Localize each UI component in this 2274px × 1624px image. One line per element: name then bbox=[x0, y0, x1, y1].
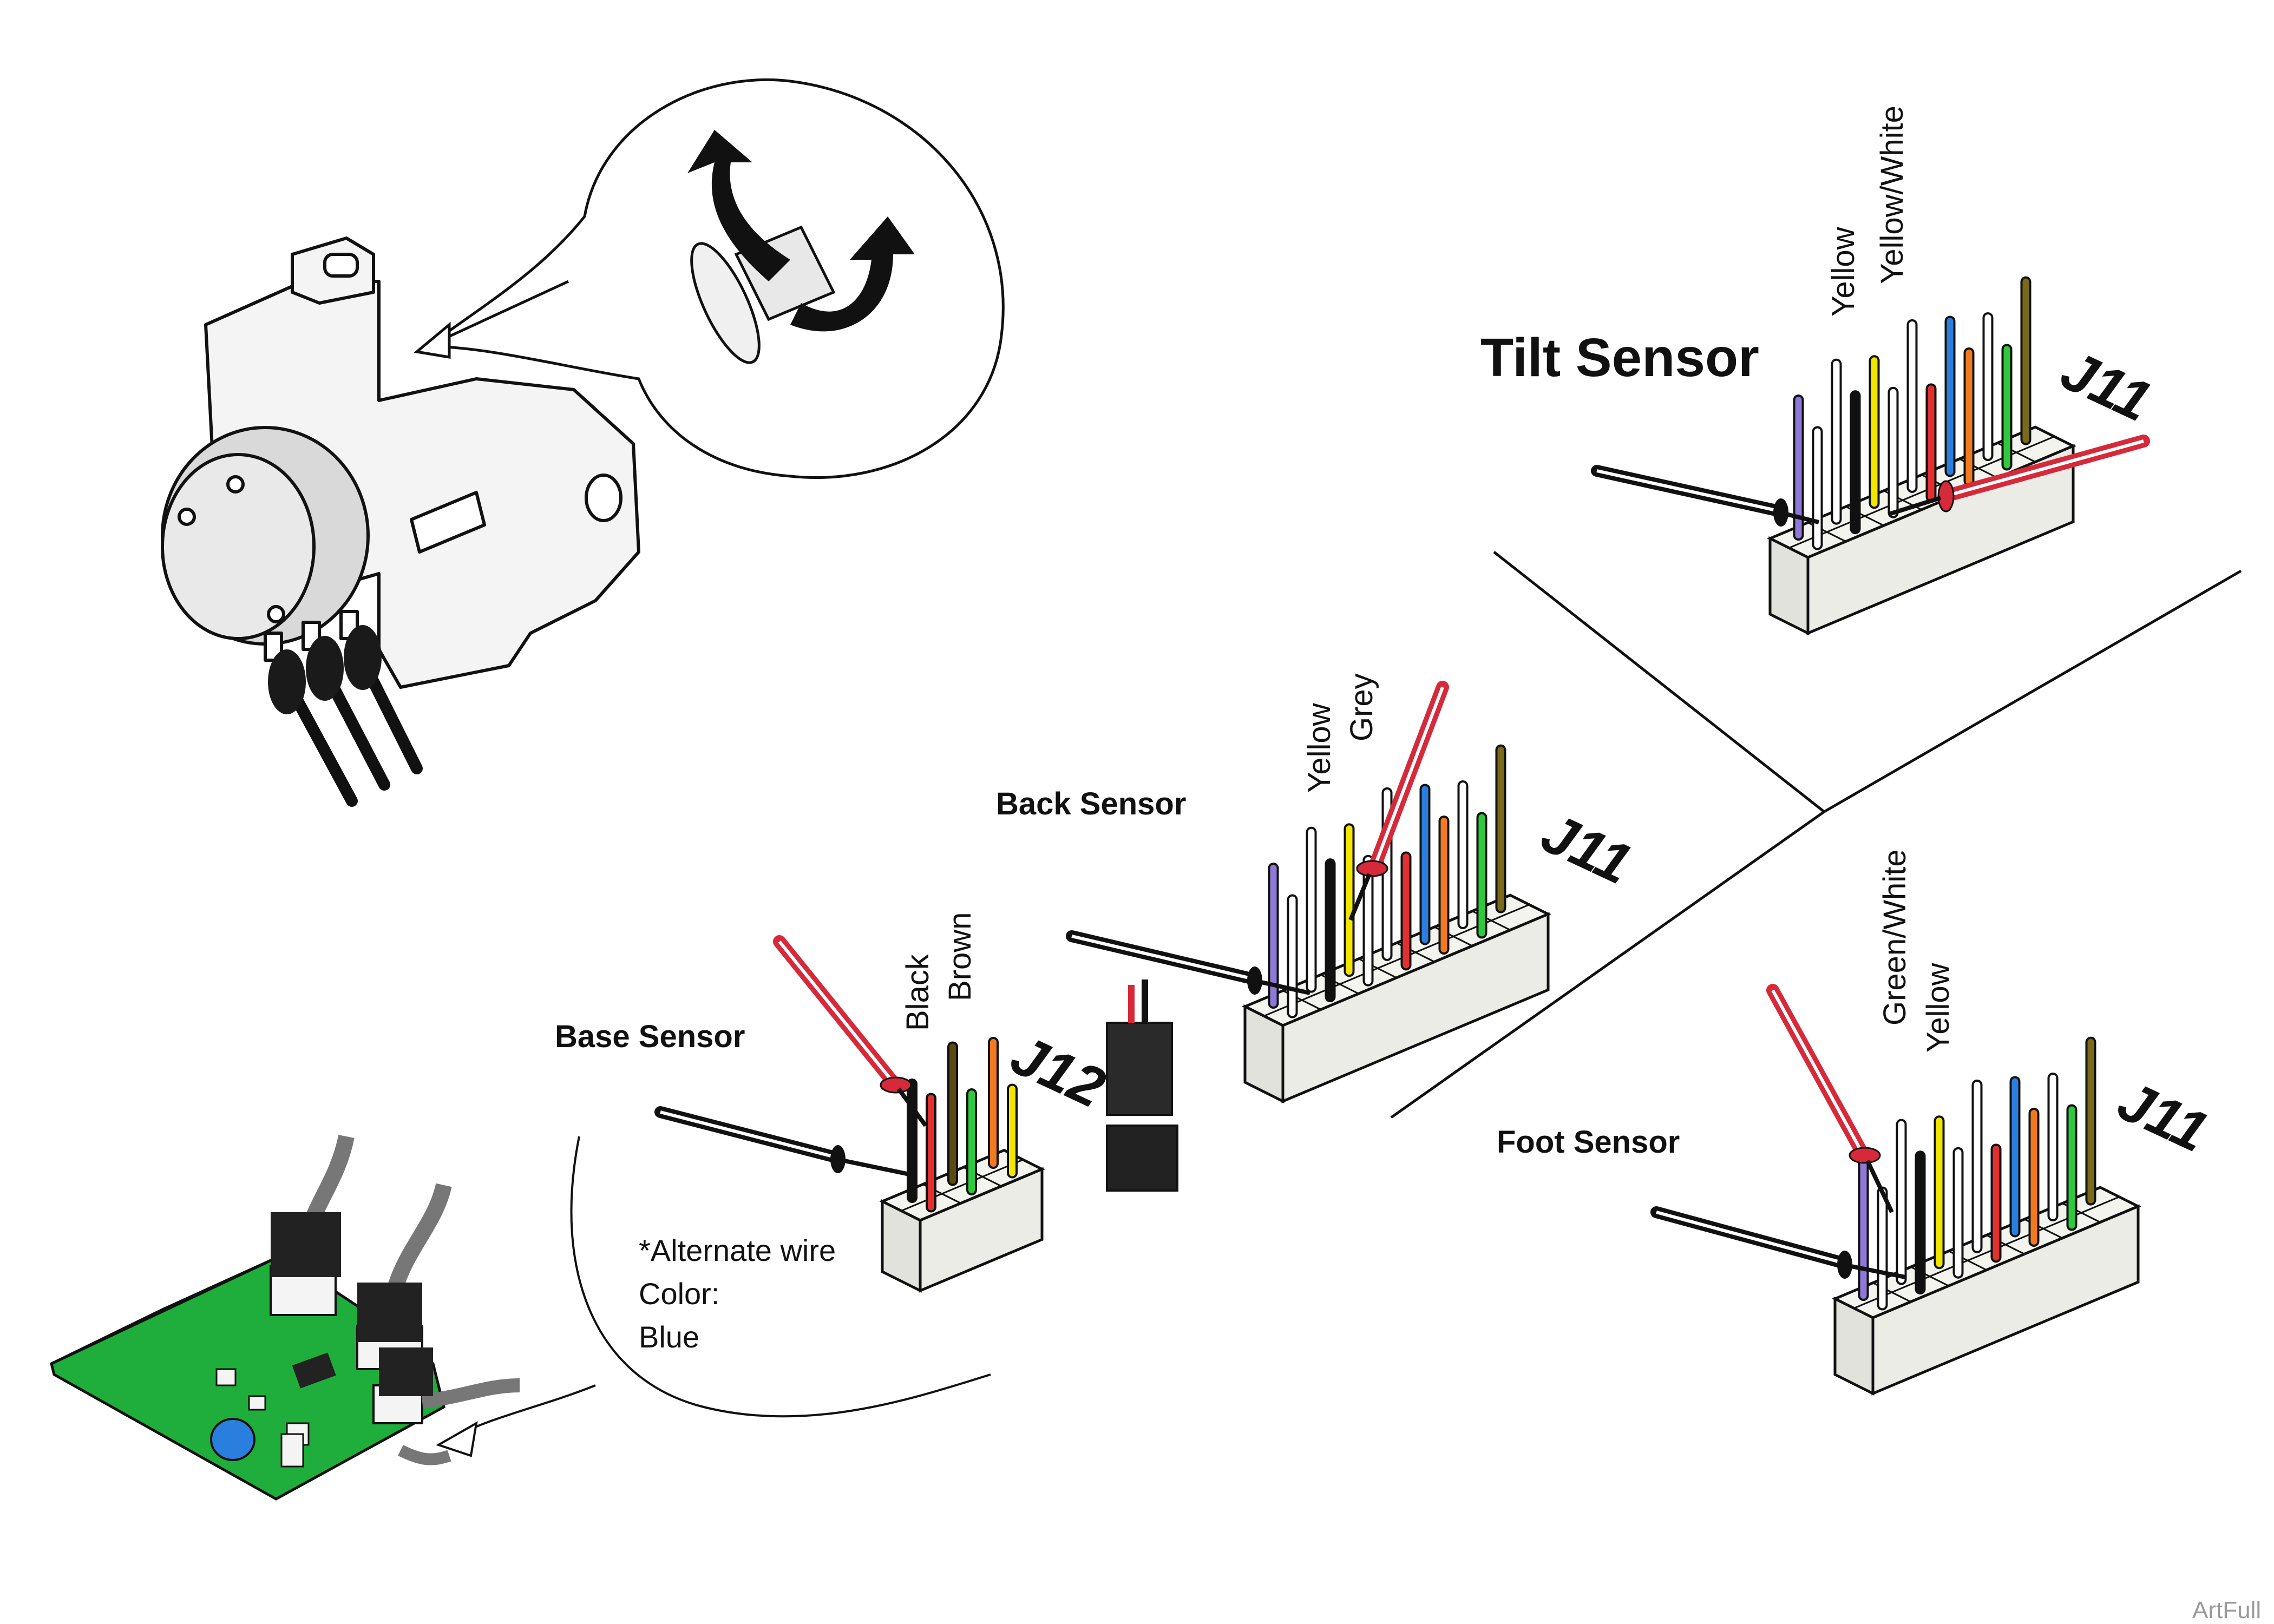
base-connector-block bbox=[879, 1037, 1045, 1293]
rotate-arrow-up-icon bbox=[687, 130, 790, 281]
base-wire-label-1: Black bbox=[900, 954, 935, 1031]
foot-sensor-label: Foot Sensor bbox=[1497, 1125, 1680, 1160]
tilt-wire-label-2: Yellow/White bbox=[1875, 106, 1910, 284]
back-sensor-label: Back Sensor bbox=[996, 786, 1186, 821]
back-wire-label-1: Yellow bbox=[1302, 702, 1337, 793]
harness-cable bbox=[398, 1445, 451, 1465]
foot-connector-label: J11 bbox=[2108, 1069, 2217, 1165]
tilt-wire-label-1: Yellow bbox=[1826, 226, 1861, 317]
note-line-1: *Alternate wire bbox=[639, 1233, 836, 1267]
foot-wire-label-2: Yellow bbox=[1921, 962, 1956, 1053]
back-wire-label-2: Grey bbox=[1344, 673, 1379, 741]
lead-boot bbox=[306, 636, 344, 701]
red-probe bbox=[1766, 984, 1894, 1213]
connector-side-face bbox=[1768, 536, 1810, 636]
note-line-3: Blue bbox=[639, 1320, 699, 1354]
red-probe bbox=[1888, 435, 2150, 516]
base-sensor-label: Base Sensor bbox=[555, 1019, 745, 1054]
probes bbox=[654, 435, 2150, 1279]
ic-chip bbox=[292, 1352, 336, 1389]
note-line-2: Color: bbox=[639, 1277, 719, 1311]
base-wire-label-2: Brown bbox=[942, 912, 978, 1001]
capacitor-icon bbox=[210, 1418, 255, 1461]
callout-arrow bbox=[427, 280, 569, 348]
black-probe bbox=[1066, 930, 1310, 995]
callout-arrowhead bbox=[436, 1421, 478, 1457]
red-probe bbox=[1348, 681, 1449, 921]
lead-boots bbox=[268, 625, 382, 714]
black-probe bbox=[654, 1106, 910, 1176]
watermark: ArtFull bbox=[2192, 1597, 2261, 1623]
black-probe bbox=[1591, 465, 1819, 527]
callout-arrowhead bbox=[414, 321, 451, 359]
screw-hole bbox=[178, 508, 196, 526]
sensor-assembly bbox=[161, 236, 640, 689]
rotate-arrow-right-icon bbox=[790, 216, 915, 332]
back-connector-block bbox=[1242, 744, 1551, 1104]
red-probe bbox=[773, 935, 928, 1127]
inline-connector-plug bbox=[1106, 1125, 1178, 1192]
alternate-wire-callout bbox=[436, 1136, 991, 1457]
component bbox=[248, 1395, 266, 1411]
back-connector-label: J11 bbox=[1532, 801, 1641, 897]
lead-boot bbox=[344, 625, 382, 690]
connector-side-face bbox=[1243, 1004, 1285, 1104]
bracket-slot-lower bbox=[410, 491, 486, 554]
pcb-edge bbox=[50, 1254, 283, 1365]
screw-hole bbox=[267, 605, 285, 623]
section-dividers bbox=[1390, 551, 2242, 1119]
harness-cable bbox=[421, 1378, 520, 1409]
tilt-sensor-label: Tilt Sensor bbox=[1480, 327, 1759, 388]
divider-line bbox=[1493, 551, 1825, 813]
potentiometer-face bbox=[161, 453, 316, 640]
divider-line bbox=[1823, 569, 2242, 813]
harness-plug bbox=[379, 1347, 433, 1396]
divider-line bbox=[1390, 810, 1825, 1119]
connector-grid-line bbox=[901, 1159, 1024, 1212]
pot-knob-face bbox=[690, 242, 761, 364]
harness-plug bbox=[271, 1212, 341, 1277]
screw-hole bbox=[226, 475, 245, 494]
foot-connector-block bbox=[1832, 1036, 2141, 1396]
black-probe bbox=[1650, 1206, 1906, 1279]
bracket-hole bbox=[585, 474, 622, 522]
inline-connector bbox=[1106, 979, 1178, 1192]
harness-plug bbox=[357, 1283, 422, 1342]
tilt-connector-block bbox=[1767, 276, 2076, 636]
bracket-slot bbox=[323, 253, 359, 278]
component bbox=[280, 1433, 304, 1468]
rotation-callout bbox=[414, 78, 1005, 479]
foot-wire-label-1: Green/White bbox=[1877, 849, 1912, 1025]
callout-curve bbox=[570, 1136, 991, 1418]
tilt-connector-label: J11 bbox=[2052, 338, 2160, 434]
controller-board bbox=[50, 1134, 520, 1501]
inline-connector-body bbox=[1106, 1022, 1173, 1116]
connector-side-face bbox=[881, 1199, 922, 1293]
base-connector-label: J12 bbox=[1001, 1023, 1114, 1120]
component bbox=[215, 1368, 237, 1386]
connector-side-face bbox=[1833, 1296, 1875, 1396]
lead-boot bbox=[268, 649, 306, 714]
